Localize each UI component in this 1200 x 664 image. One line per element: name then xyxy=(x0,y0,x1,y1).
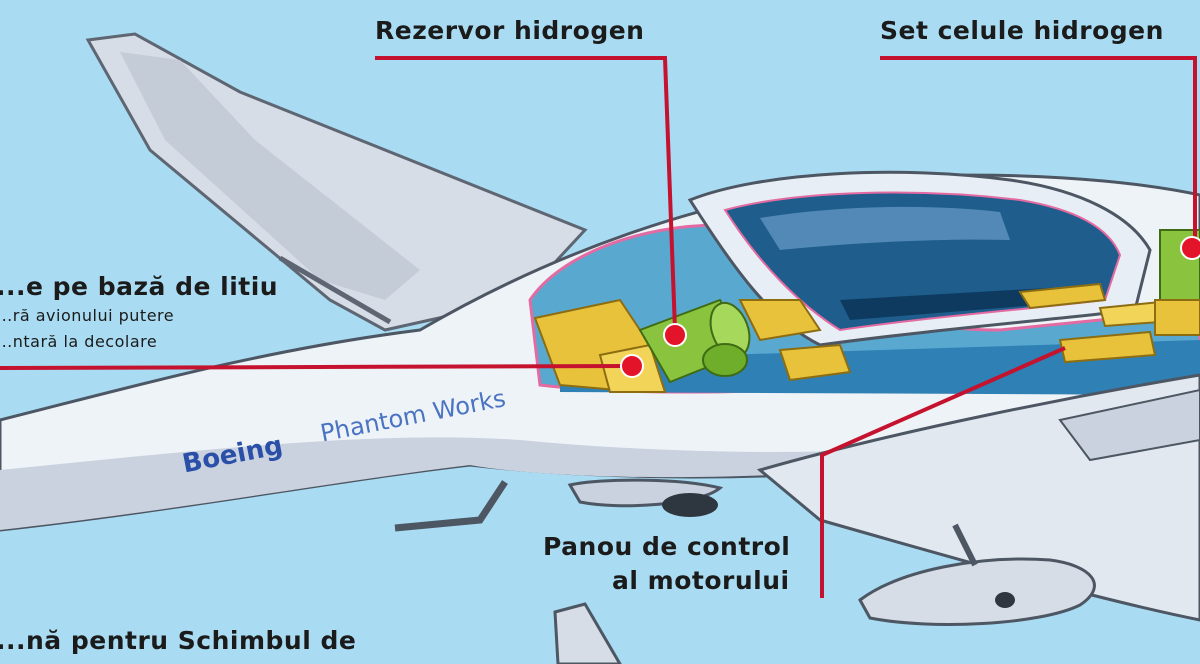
label-lithium-battery-desc-2: ...ntară la decolare xyxy=(0,332,158,351)
label-lithium-battery: ...e pe bază de litiu xyxy=(0,272,279,301)
pod-wheel xyxy=(995,592,1015,608)
main-gear-wheel xyxy=(662,493,718,517)
marker-tank xyxy=(663,323,687,347)
marker-battery xyxy=(620,354,644,378)
label-engine-control-panel: Panou de control xyxy=(543,532,791,561)
label-heat-exchange: ...nă pentru Schimbul de xyxy=(0,626,357,655)
canopy-reflection xyxy=(760,206,1010,250)
leader-line-tank xyxy=(375,56,677,331)
lower-panel xyxy=(553,602,622,664)
leader-line-battery xyxy=(0,364,631,370)
leader-line-engine-panel xyxy=(820,346,1066,598)
label-hydrogen-tank: Rezervor hidrogen xyxy=(375,16,645,45)
label-engine-control-panel-2: al motorului xyxy=(612,566,790,595)
hydrogen-tank xyxy=(638,298,751,384)
cutaway-floor xyxy=(560,340,1200,395)
fuselage-shading xyxy=(0,437,860,530)
wing-strut xyxy=(278,255,392,325)
left-wing-highlight xyxy=(120,52,420,300)
label-fuel-cell-set: Set celule hidrogen xyxy=(880,16,1164,45)
pod-strut xyxy=(952,523,978,567)
leader-lines xyxy=(0,56,1197,598)
wing-pod xyxy=(858,557,1096,626)
leader-line-fuel-cell xyxy=(880,56,1197,245)
fuel-cell-modules xyxy=(533,282,1161,394)
right-wing-flap xyxy=(1058,388,1200,462)
marker-fuel-cell xyxy=(1180,236,1200,260)
label-lithium-battery-desc-1: ...ră avionului putere xyxy=(0,306,175,325)
nose-gear-leg xyxy=(394,480,508,532)
